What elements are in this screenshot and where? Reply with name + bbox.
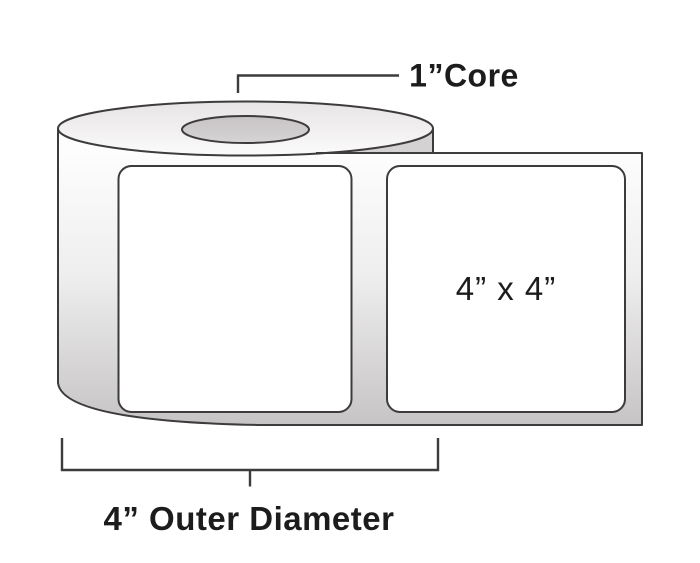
label-sized — [386, 165, 626, 413]
label-size-text: 4” x 4” — [455, 270, 557, 307]
outer-diameter-label: 4” Outer Diameter — [103, 500, 395, 537]
diameter-bracket — [60, 438, 440, 472]
core-leader-line — [236, 74, 399, 93]
label-blank — [117, 165, 353, 413]
roll-core — [181, 115, 310, 144]
silhouette-outline — [57, 128, 643, 426]
peel-wedge — [316, 128, 433, 153]
core-dimension-label: 1”Core — [409, 57, 519, 94]
